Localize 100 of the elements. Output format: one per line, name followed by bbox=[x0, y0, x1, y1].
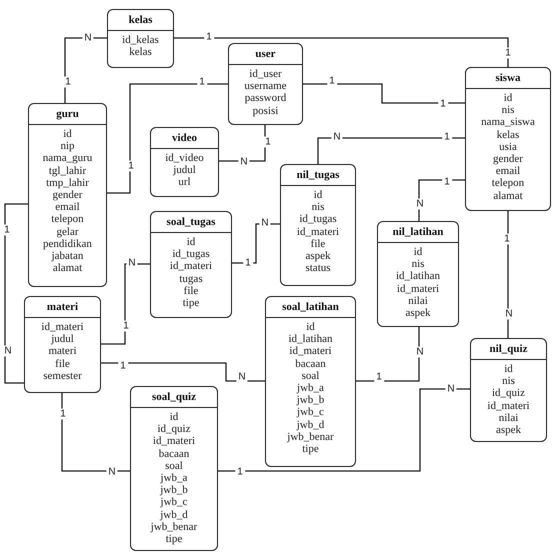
relationship-line bbox=[61, 393, 130, 472]
attribute-text: file bbox=[184, 284, 198, 298]
attribute-text: gelar bbox=[56, 226, 78, 238]
cardinality-label: 1 bbox=[126, 160, 136, 172]
cardinality-label: 1 bbox=[2, 224, 12, 236]
entity-name: soal_quiz bbox=[152, 391, 196, 404]
attribute-text: soal bbox=[302, 370, 320, 382]
attribute-text: id_materi bbox=[487, 400, 530, 412]
attribute-text: materi bbox=[48, 345, 77, 358]
entity-box bbox=[228, 43, 303, 125]
attribute-text: nip bbox=[60, 140, 75, 152]
attribute-text: jwb_d bbox=[296, 418, 324, 431]
cardinality-label: 1 bbox=[197, 76, 207, 88]
cardinality-label: 1 bbox=[442, 176, 452, 188]
attribute-text: tugas bbox=[179, 272, 203, 285]
entity-name: video bbox=[172, 132, 198, 145]
attribute-text: nilai bbox=[498, 412, 518, 424]
entity-name: nil_quiz bbox=[490, 343, 528, 356]
attribute-text: soal bbox=[165, 460, 183, 472]
attribute-text: tipe bbox=[166, 533, 182, 546]
relationship-line bbox=[219, 125, 266, 162]
attribute-text: email bbox=[55, 201, 80, 214]
cardinality-label: 1 bbox=[503, 48, 513, 58]
relationship-line bbox=[317, 137, 465, 164]
attribute-text: aspek bbox=[405, 307, 431, 320]
entity-box bbox=[265, 296, 356, 467]
attribute-text: jwb_b bbox=[160, 484, 188, 496]
attribute-text: id bbox=[314, 189, 322, 202]
relationship-line bbox=[174, 37, 509, 67]
entity-box bbox=[470, 338, 547, 442]
entity-name: soal_latihan bbox=[282, 301, 339, 314]
attribute-text: gender bbox=[52, 189, 82, 202]
attribute-text: nis bbox=[312, 201, 324, 214]
attribute-text: tmp_lahir bbox=[46, 176, 89, 190]
attribute-text: id_kelas bbox=[122, 34, 159, 46]
attribute-text: id bbox=[186, 236, 196, 248]
attribute-text: jwb_a bbox=[160, 472, 188, 484]
attribute-text: tipe bbox=[302, 443, 319, 456]
cardinality-label: N bbox=[331, 132, 343, 142]
attribute-text: id_tugas bbox=[172, 248, 210, 260]
cardinality-label: N bbox=[82, 32, 94, 44]
attribute-text: status bbox=[305, 262, 331, 274]
attribute-text: aspek bbox=[305, 250, 331, 262]
attribute-text: judul bbox=[173, 164, 196, 176]
entity-box bbox=[280, 164, 356, 286]
cardinality-label: N bbox=[238, 156, 250, 168]
cardinality-label: 1 bbox=[263, 136, 273, 148]
attribute-text: id_materi bbox=[152, 435, 196, 448]
attribute-text: id_quiz bbox=[158, 423, 190, 436]
attribute-text: jwb_c bbox=[297, 406, 324, 419]
cardinality-label: N bbox=[236, 372, 248, 382]
attribute-text: jwb_a bbox=[297, 382, 324, 394]
cardinality-label: 1 bbox=[118, 360, 128, 372]
attribute-text: posisi bbox=[252, 104, 278, 117]
entity-name: user bbox=[255, 48, 276, 61]
attribute-text: id bbox=[306, 321, 315, 334]
attribute-text: id bbox=[170, 411, 178, 424]
entity-box bbox=[24, 296, 101, 393]
cardinality-label: 1 bbox=[243, 258, 253, 268]
attribute-text: jabatan bbox=[52, 250, 84, 262]
cardinality-label: N bbox=[414, 346, 426, 358]
attribute-text: url bbox=[178, 176, 191, 189]
attribute-text: file bbox=[55, 358, 70, 370]
entity-box bbox=[28, 103, 107, 287]
attribute-text: id bbox=[504, 363, 513, 376]
relationship-line bbox=[418, 179, 465, 221]
attribute-text: tipe bbox=[182, 297, 200, 310]
attribute-text: nis bbox=[412, 258, 424, 270]
attribute-text: alamat bbox=[493, 190, 523, 202]
attribute-text: telepon bbox=[492, 177, 524, 190]
cardinality-label: N bbox=[2, 346, 14, 356]
attribute-text: id_tugas bbox=[299, 213, 337, 226]
entity-name: guru bbox=[56, 108, 79, 121]
attribute-text: id bbox=[63, 128, 72, 140]
attribute-text: tgl_lahir bbox=[48, 164, 86, 177]
cardinality-label: 1 bbox=[327, 76, 337, 86]
attribute-text: id bbox=[414, 246, 422, 258]
entity-box bbox=[150, 127, 219, 197]
attribute-text: id_materi bbox=[289, 345, 332, 358]
relationship-line bbox=[64, 37, 107, 103]
attribute-text: id_latihan bbox=[396, 270, 440, 283]
attribute-text: nama_siswa bbox=[481, 116, 535, 129]
entity-box bbox=[107, 9, 174, 68]
cardinality-label: N bbox=[503, 308, 515, 320]
attribute-text: nilai bbox=[408, 294, 428, 308]
attribute-text: nis bbox=[502, 375, 515, 388]
relationship-line bbox=[101, 263, 150, 345]
attribute-text: gender bbox=[493, 153, 523, 166]
attribute-text: jwb_benar bbox=[150, 520, 198, 534]
cardinality-label: 1 bbox=[204, 32, 214, 42]
attribute-text: id bbox=[504, 92, 512, 104]
attribute-text: id_latihan bbox=[288, 333, 332, 346]
entity-box bbox=[465, 67, 551, 211]
cardinality-label: 1 bbox=[121, 320, 131, 332]
attribute-text: semester bbox=[43, 370, 82, 382]
cardinality-label: 1 bbox=[58, 408, 68, 420]
cardinality-label: N bbox=[106, 466, 118, 478]
attribute-text: username bbox=[244, 80, 287, 92]
entity-name: nil_latihan bbox=[392, 226, 444, 239]
attribute-text: jwb_c bbox=[160, 496, 188, 509]
